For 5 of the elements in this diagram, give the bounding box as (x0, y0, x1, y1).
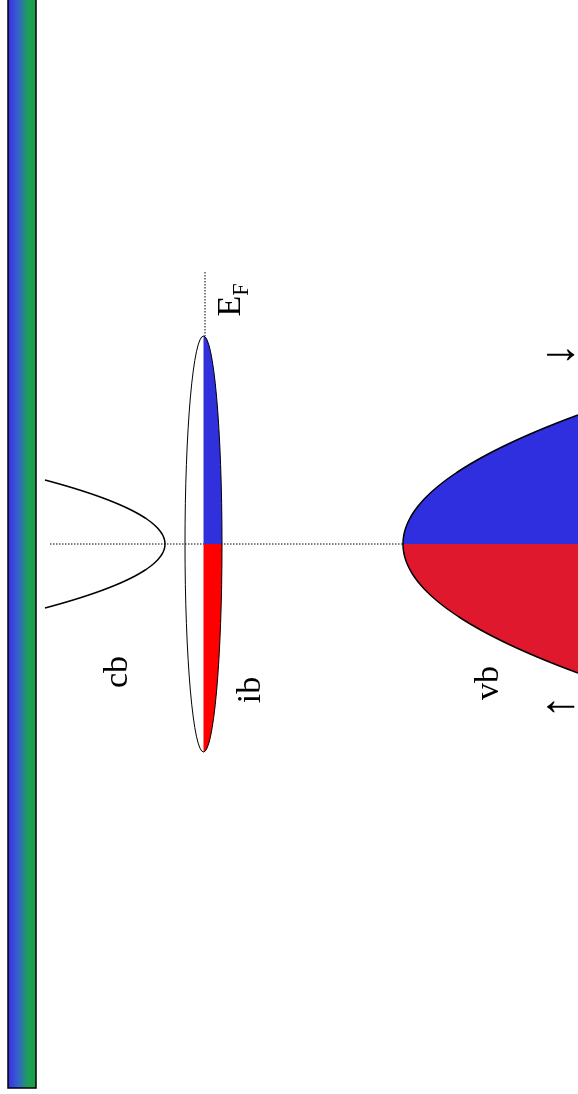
band-label: cb (99, 655, 133, 689)
band-label: vb (470, 666, 504, 700)
spin-up-arrow: ↑ (535, 695, 578, 719)
band-label: ib (232, 676, 266, 704)
spin-down-arrow: ↓ (535, 343, 578, 367)
